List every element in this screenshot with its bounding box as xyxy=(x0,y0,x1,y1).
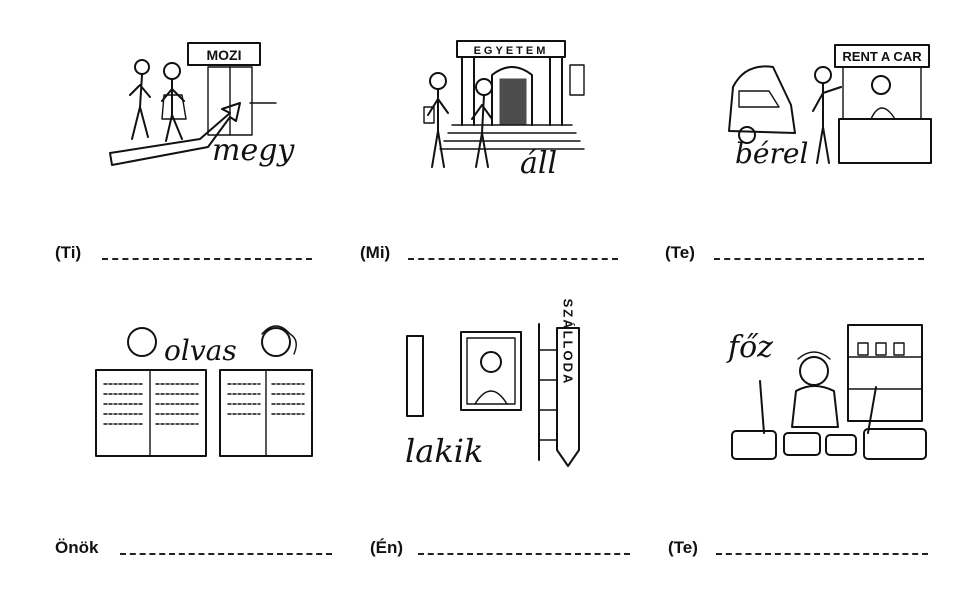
prompt-label: Önök xyxy=(55,538,99,557)
prompt-label: (Ti) xyxy=(55,243,82,262)
cooking-scene-drawing: főz xyxy=(726,324,927,460)
answer-blank[interactable] xyxy=(408,258,618,260)
verb-label: megy xyxy=(212,133,295,168)
cinema-sign-board xyxy=(187,42,261,66)
verb-label: bérel xyxy=(735,137,808,170)
illustration-berel: RENT A CAR bérel xyxy=(725,35,980,235)
hotel-sign-board xyxy=(556,327,580,467)
answer-blank[interactable] xyxy=(714,258,924,260)
answer-blank[interactable] xyxy=(418,553,630,555)
hotel-scene-drawing: SZÁLLODA lakik xyxy=(405,299,580,470)
newspaper-reading-drawing: olvas xyxy=(95,325,313,457)
prompt-label: (Te) xyxy=(668,538,698,557)
rental-sign-board xyxy=(834,44,930,68)
university-sign-board xyxy=(456,40,566,58)
prompt-label: (Te) xyxy=(665,243,695,262)
university-sign-text: EGYETEM xyxy=(474,45,549,57)
rental-sign-text: RENT A CAR xyxy=(842,49,922,64)
verb-label: főz xyxy=(726,330,773,365)
answer-blank[interactable] xyxy=(120,553,332,555)
verb-label: áll xyxy=(520,146,557,181)
cinema-scene-drawing: MOZI megy xyxy=(109,42,295,168)
illustration-all: EGYETEM áll xyxy=(412,35,712,235)
cinema-sign-text: MOZI xyxy=(207,47,242,63)
prompt-label: (Mi) xyxy=(360,243,391,262)
illustration-foz: főz xyxy=(718,315,980,515)
university-scene-drawing: EGYETEM áll xyxy=(423,40,585,181)
answer-blank[interactable] xyxy=(716,553,928,555)
illustration-megy: MOZI megy xyxy=(100,35,400,235)
illustration-olvas: olvas xyxy=(90,320,390,520)
prompt-label: (Én) xyxy=(370,538,404,557)
car-rental-scene-drawing: RENT A CAR bérel xyxy=(728,44,932,170)
newspaper-left xyxy=(95,369,207,457)
verb-label: lakik xyxy=(405,432,483,470)
answer-blank[interactable] xyxy=(102,258,312,260)
hotel-sign-text: SZÁLLODA xyxy=(561,299,576,386)
verb-label: olvas xyxy=(164,334,237,367)
illustration-lakik: SZÁLLODA lakik xyxy=(405,299,705,520)
